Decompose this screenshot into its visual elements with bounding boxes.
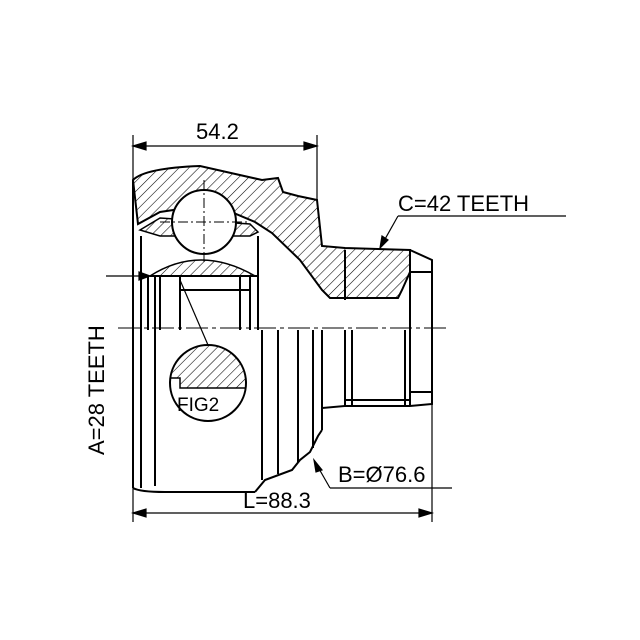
dimension-length-text: L=88.3 — [243, 488, 311, 513]
fig2-detail: FIG2 — [169, 279, 247, 422]
c-teeth-leader — [379, 215, 566, 250]
c-teeth-text: C=42 TEETH — [398, 191, 529, 216]
a-teeth-text: A=28 TEETH — [84, 325, 109, 455]
dimension-54-2 — [130, 135, 320, 200]
b-diameter-text: B=Ø76.6 — [338, 462, 425, 487]
a-teeth-leader — [106, 271, 152, 281]
ball-centerlines — [160, 180, 250, 262]
fig2-label: FIG2 — [177, 395, 219, 416]
dimension-length — [130, 404, 435, 522]
dimension-54-2-text: 54.2 — [196, 119, 239, 144]
